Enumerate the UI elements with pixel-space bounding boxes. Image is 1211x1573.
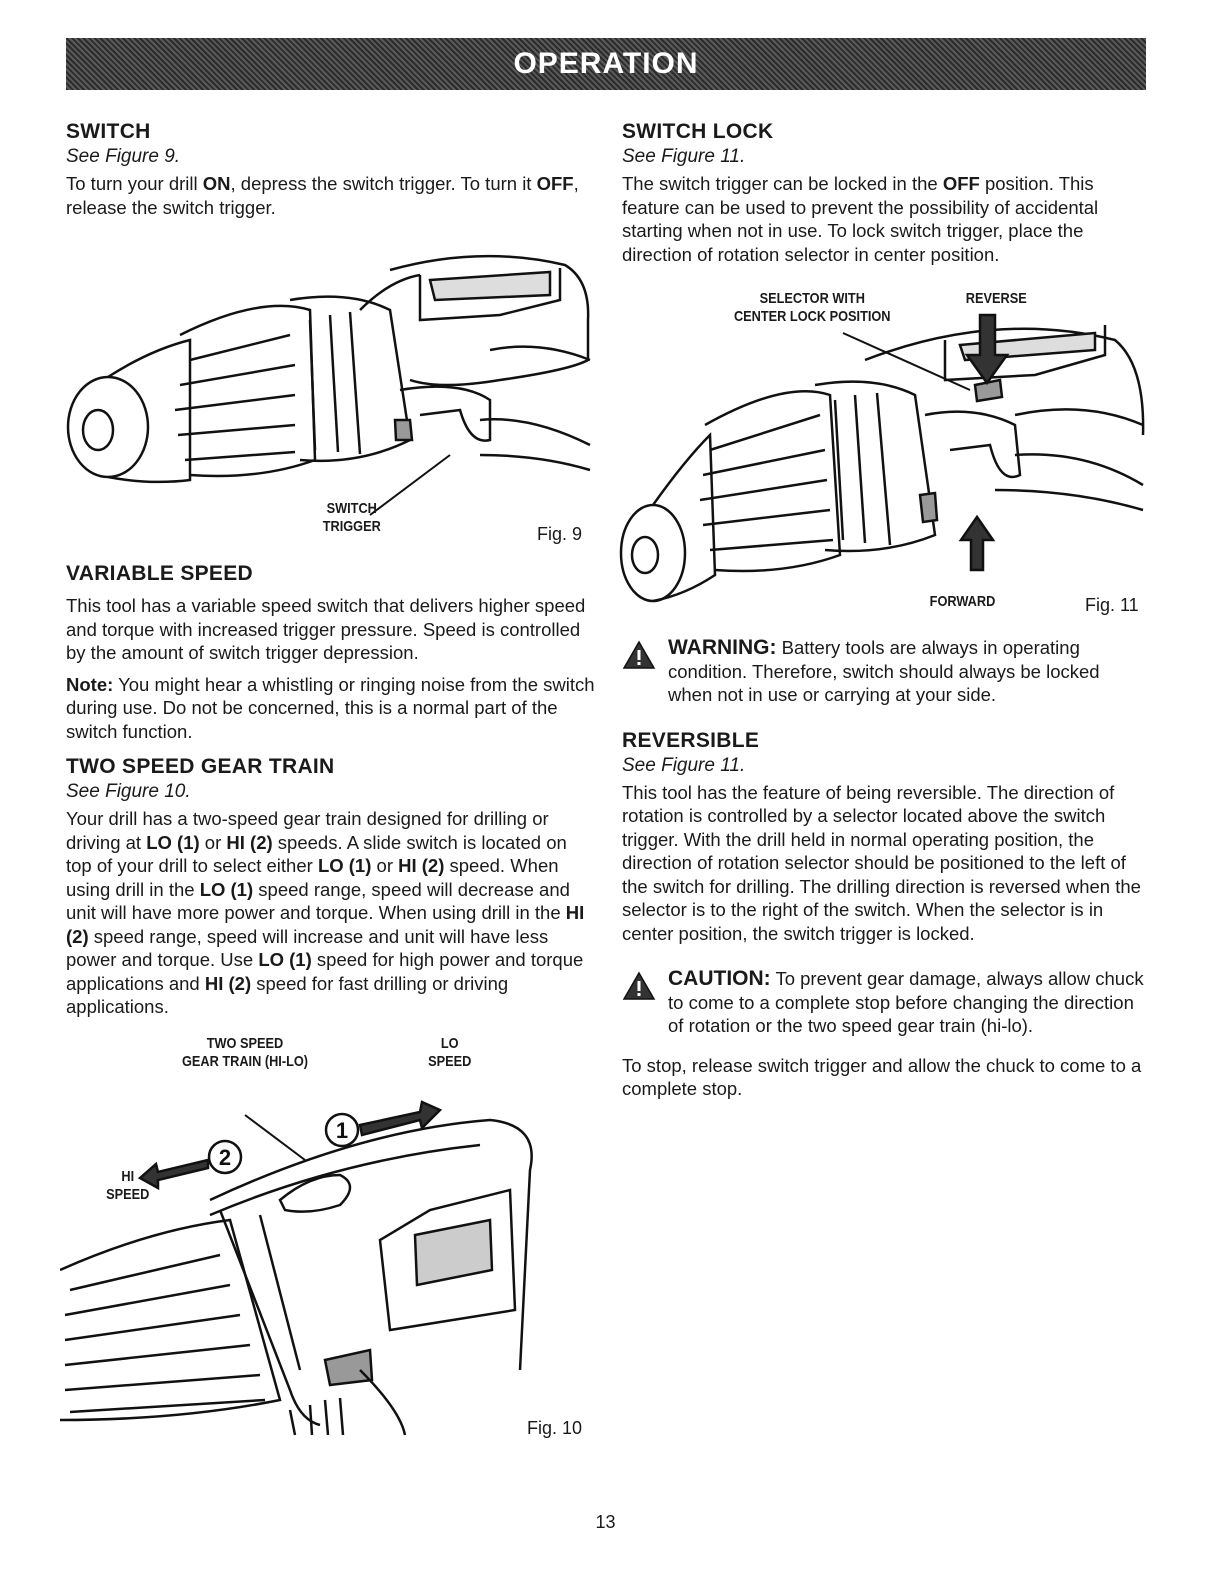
caution-block: CAUTION: To prevent gear damage, always … xyxy=(622,967,1147,1038)
reversible-heading: REVERSIBLE xyxy=(622,728,760,752)
caution-paragraph: CAUTION: To prevent gear damage, always … xyxy=(668,967,1144,1036)
gear-train-figure-ref: See Figure 10. xyxy=(66,781,191,802)
drill-illustration-fig9 xyxy=(66,254,591,516)
gear-position-2: 2 xyxy=(219,1145,231,1170)
reversible-paragraph: This tool has the feature of being rever… xyxy=(622,781,1141,944)
gear-train-heading: TWO SPEED GEAR TRAIN xyxy=(66,755,335,778)
gear-train-paragraph: Your drill has a two-speed gear train de… xyxy=(66,808,585,1017)
right-lower-column: WARNING: Battery tools are always in ope… xyxy=(622,636,1147,1109)
switch-lock-heading: SWITCH LOCK xyxy=(622,120,774,143)
drill-illustration-fig10: 1 2 xyxy=(59,1100,533,1436)
reverse-callout: REVERSE xyxy=(965,290,1027,307)
stop-paragraph: To stop, release switch trigger and allo… xyxy=(622,1054,1142,1100)
switch-lock-section: SWITCH LOCK See Figure 11. The switch tr… xyxy=(622,120,1147,274)
fig9-label: Fig. 9 xyxy=(537,524,583,544)
section-title: OPERATION xyxy=(513,47,699,80)
section-banner: OPERATION xyxy=(66,38,1146,90)
variable-speed-heading: VARIABLE SPEED xyxy=(66,562,254,585)
switch-lock-figure-ref: See Figure 11. xyxy=(622,146,746,167)
warning-paragraph: WARNING: Battery tools are always in ope… xyxy=(668,636,1100,705)
drill-illustration-fig11 xyxy=(619,313,1145,603)
warning-triangle-icon xyxy=(622,640,656,669)
selector-center-lock-callout: SELECTOR WITH CENTER LOCK POSITION xyxy=(733,290,891,325)
figure-9: SWITCH TRIGGER Fig. 9 xyxy=(60,240,596,545)
hi-speed-callout: HI SPEED xyxy=(106,1168,150,1203)
switch-section: SWITCH See Figure 9. To turn your drill … xyxy=(66,120,596,227)
switch-heading: SWITCH xyxy=(66,120,151,143)
reversible-figure-ref: See Figure 11. xyxy=(622,754,746,776)
fig10-label: Fig. 10 xyxy=(527,1418,583,1438)
switch-trigger-callout: SWITCH TRIGGER xyxy=(322,500,381,535)
note-paragraph: Note: You might hear a whistling or ring… xyxy=(66,673,595,742)
forward-callout: FORWARD xyxy=(929,593,996,610)
variable-speed-section: VARIABLE SPEED This tool has a variable … xyxy=(66,562,596,1027)
gear-position-1: 1 xyxy=(336,1118,348,1143)
page-number: 13 xyxy=(595,1512,616,1532)
switch-figure-ref: See Figure 9. xyxy=(66,146,181,167)
figure-10: 1 2 TWO SPEED GEAR TRAIN (HI-LO) LO SPEE… xyxy=(59,1035,596,1440)
figure-11: SELECTOR WITH CENTER LOCK POSITION REVER… xyxy=(615,285,1150,620)
fig11-label: Fig. 11 xyxy=(1085,595,1139,615)
lo-speed-callout: LO SPEED xyxy=(428,1035,472,1070)
gear-train-callout: TWO SPEED GEAR TRAIN (HI-LO) xyxy=(181,1035,309,1070)
warning-block: WARNING: Battery tools are always in ope… xyxy=(622,636,1147,707)
switch-lock-paragraph: The switch trigger can be locked in the … xyxy=(622,173,1099,265)
switch-paragraph: To turn your drill ON, depress the switc… xyxy=(66,173,579,218)
variable-speed-paragraph: This tool has a variable speed switch th… xyxy=(66,595,586,663)
caution-triangle-icon xyxy=(622,971,656,1000)
